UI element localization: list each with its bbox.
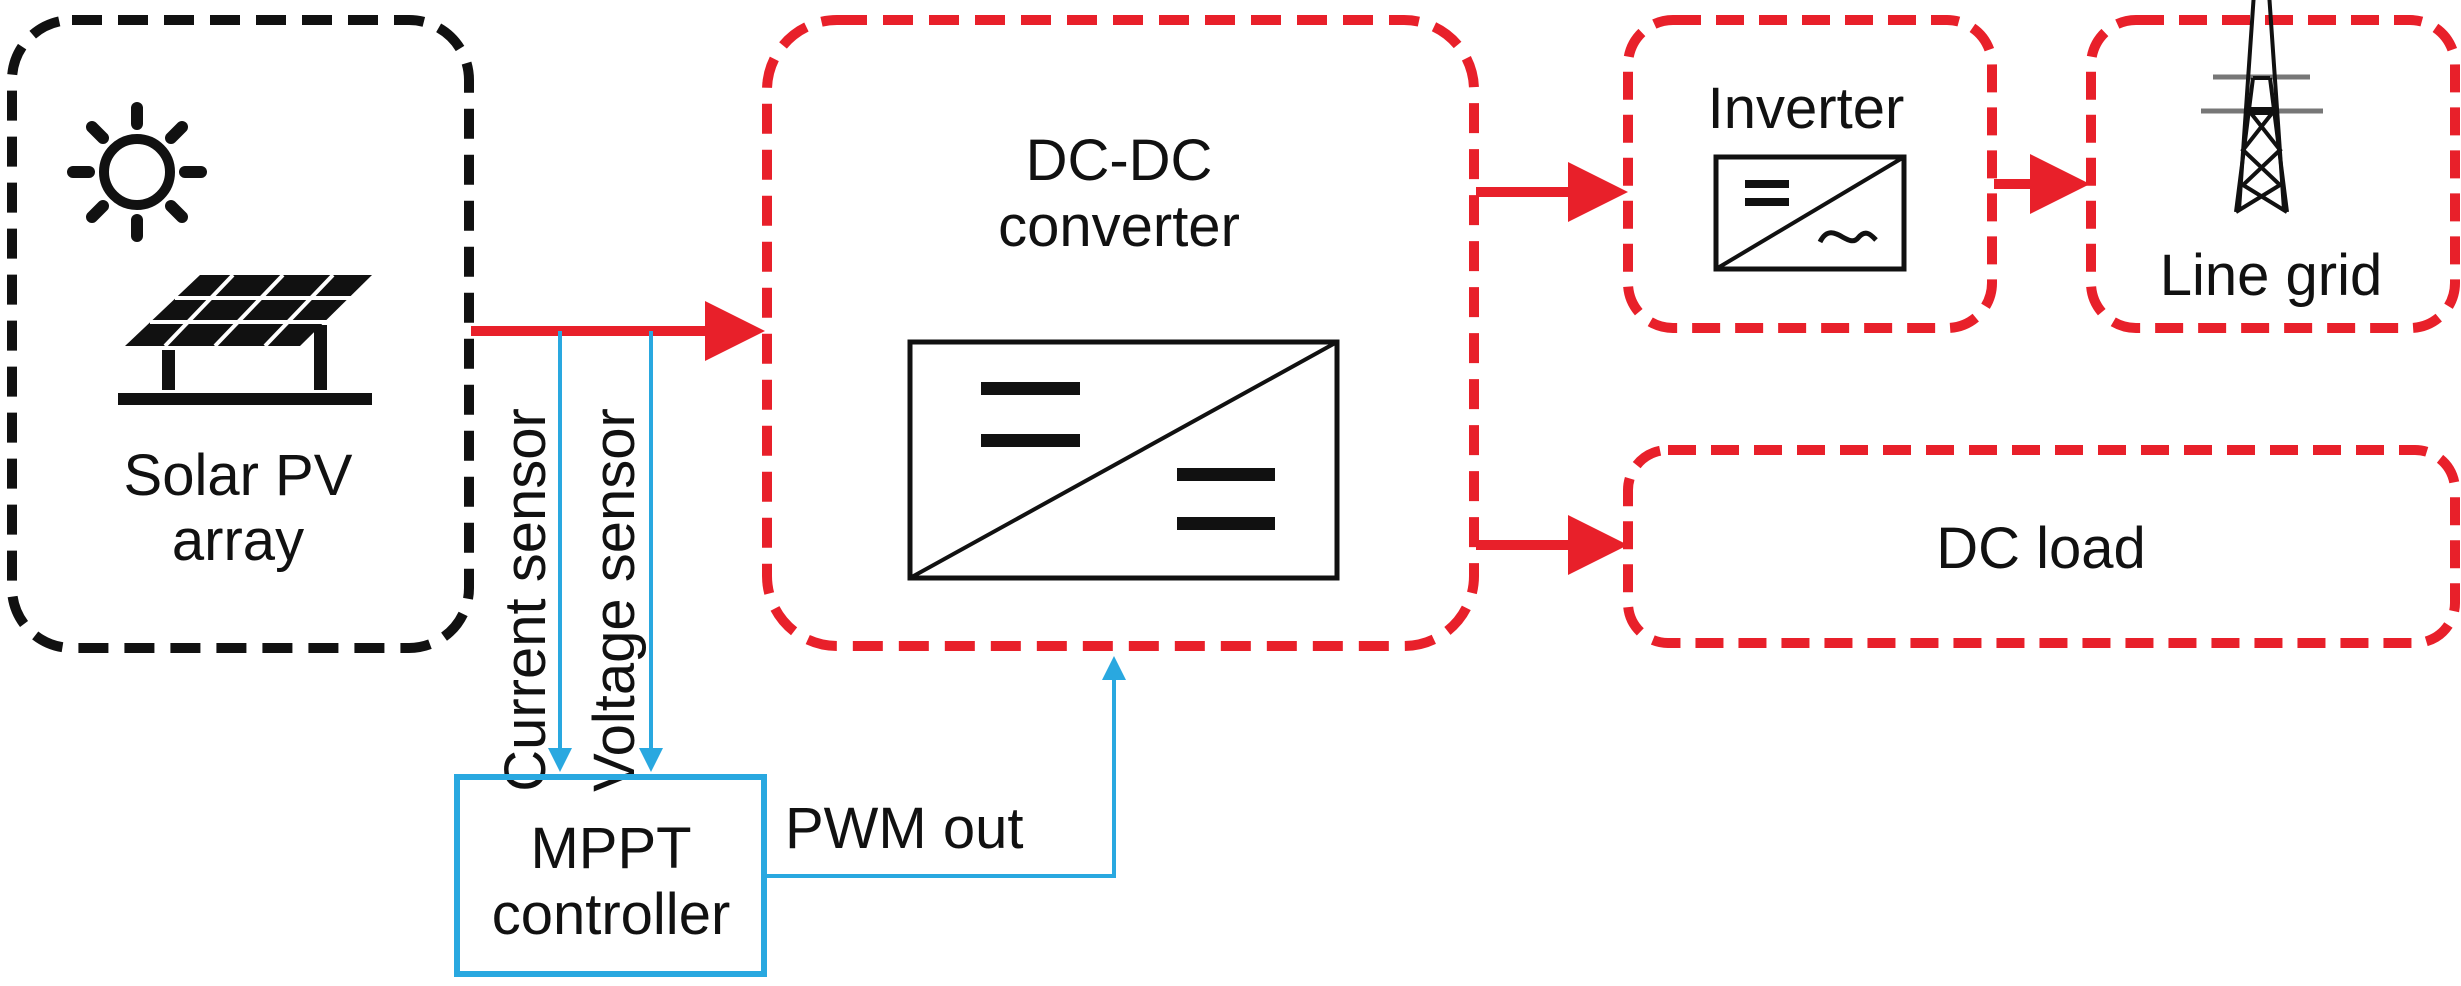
inverter-block: Inverter xyxy=(1623,15,1997,333)
solar-pv-label: Solar PV xyxy=(124,443,353,508)
pwm-out-line xyxy=(764,656,1126,878)
solar-panel-icon xyxy=(118,273,372,405)
voltage-sensor-label: Voltage sensor xyxy=(582,408,647,792)
inverter-symbol xyxy=(1713,154,1907,272)
dc-dc-converter-symbol xyxy=(907,339,1340,581)
dc-dc-label: DC-DC xyxy=(1026,128,1213,193)
current-sensor-label: Current sensor xyxy=(493,408,558,792)
dc-load-block: DC load xyxy=(1623,445,2460,648)
mppt-controller-block: MPPT controller xyxy=(454,774,767,977)
mppt-label-line2: controller xyxy=(492,882,731,947)
dc-dc-label-line2: converter xyxy=(998,194,1240,259)
line-grid-label: Line grid xyxy=(2160,243,2382,308)
solar-pv-label-line2: array xyxy=(172,508,304,573)
mppt-label: MPPT xyxy=(530,816,691,881)
line-grid-block: Line grid xyxy=(2086,0,2460,333)
sun-icon xyxy=(67,102,207,242)
inverter-label: Inverter xyxy=(1708,76,1905,141)
dc-dc-converter-block: DC-DC converter xyxy=(762,15,1479,651)
dc-load-label: DC load xyxy=(1936,516,2146,581)
solar-pv-block: Solar PV array xyxy=(7,15,474,653)
transmission-tower-icon xyxy=(2201,0,2323,214)
pwm-out-label: PWM out xyxy=(785,796,1024,861)
